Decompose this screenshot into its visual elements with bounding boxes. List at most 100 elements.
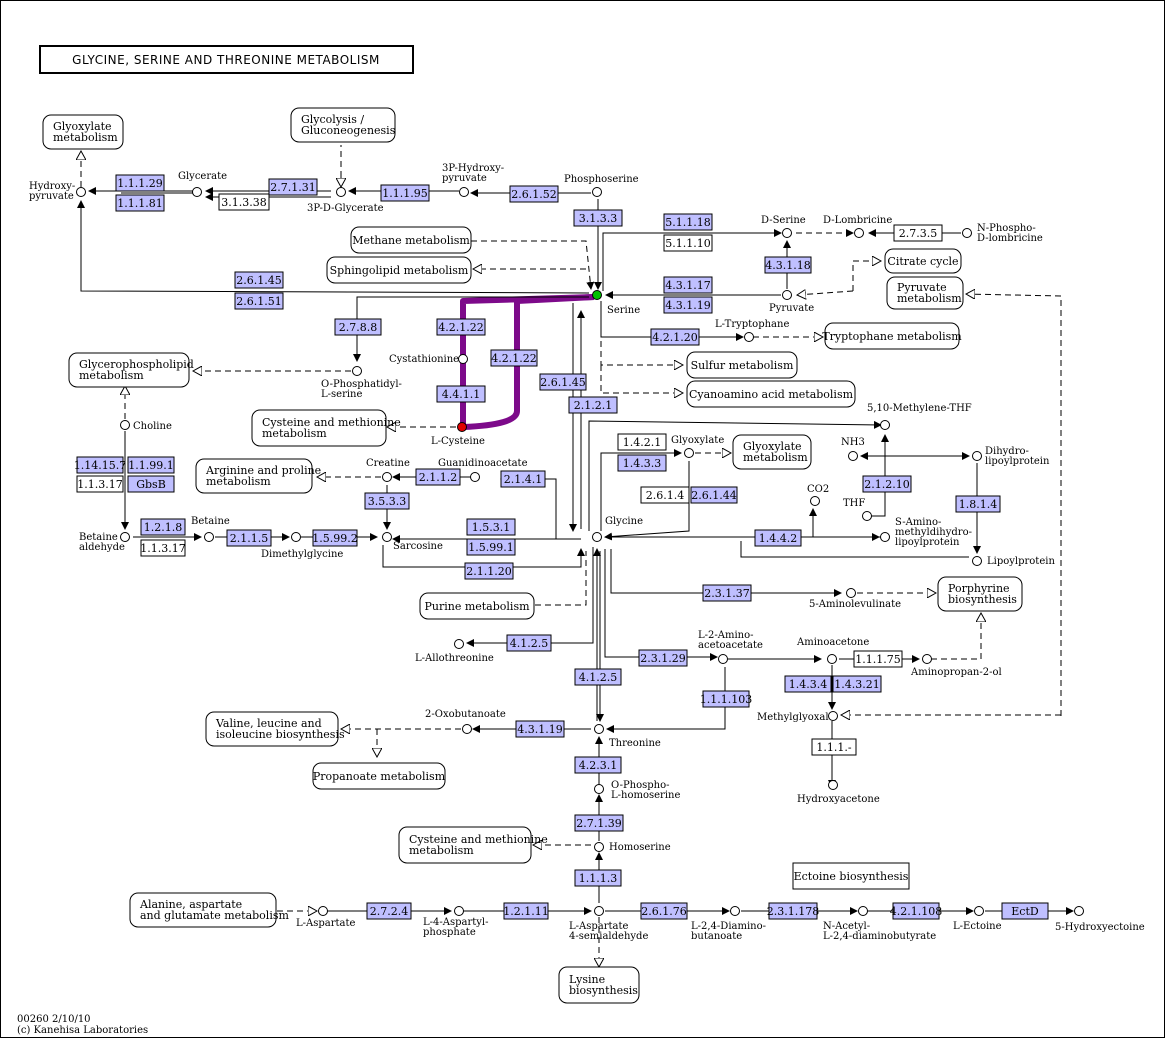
enzyme-4-2-1-20[interactable]: 4.2.1.20 — [650, 328, 700, 346]
enzyme-1-1-1-75[interactable]: 1.1.1.75 — [853, 650, 903, 668]
compound-node-5-aminolevulinate[interactable] — [846, 588, 856, 598]
enzyme-2-6-1-44[interactable]: 2.6.1.44 — [690, 486, 738, 504]
pathway-map-glycolysis-gluconeogenesis[interactable]: Glycolysis /Gluconeogenesis — [290, 107, 396, 143]
enzyme-1-1-3-17[interactable]: 1.1.3.17 — [76, 475, 124, 493]
enzyme-1-4-4-2[interactable]: 1.4.4.2 — [754, 529, 802, 547]
enzyme-2-6-1-52[interactable]: 2.6.1.52 — [509, 185, 559, 203]
compound-node-l-2-4-diamino-butanoate[interactable] — [730, 906, 740, 916]
pathway-map-ectoine-biosynthesis[interactable]: Ectoine biosynthesis — [792, 862, 910, 890]
pathway-map-propanoate-metabolism[interactable]: Propanoate metabolism — [312, 762, 446, 790]
enzyme-1-1-1-81[interactable]: 1.1.1.81 — [115, 194, 165, 212]
enzyme-1-4-3-21[interactable]: 1.4.3.21 — [832, 675, 882, 693]
compound-node-l-ectoine[interactable] — [974, 906, 984, 916]
compound-node-l-aspartate[interactable] — [318, 906, 328, 916]
compound-node-thf[interactable] — [862, 511, 872, 521]
enzyme-1-5-99-2[interactable]: 1.5.99.2 — [312, 529, 358, 547]
compound-node-choline[interactable] — [120, 420, 130, 430]
compound-node-glycerate[interactable] — [192, 187, 202, 197]
enzyme-2-6-1-45[interactable]: 2.6.1.45 — [234, 271, 284, 289]
enzyme-1-14-15-7[interactable]: 1.14.15.7 — [74, 456, 126, 474]
compound-node-l-cysteine[interactable] — [457, 422, 467, 432]
enzyme-1-1-99-1[interactable]: 1.1.99.1 — [127, 456, 175, 474]
pathway-map-cyanoamino-acid-metabolism[interactable]: Cyanoamino acid metabolism — [686, 380, 856, 408]
enzyme-1-1-1[interactable]: 1.1.1.- — [811, 738, 857, 756]
enzyme-4-1-2-5[interactable]: 4.1.2.5 — [506, 634, 552, 652]
compound-node-3p-d-glycerate[interactable] — [336, 187, 346, 197]
enzyme-2-1-2-10[interactable]: 2.1.2.10 — [862, 475, 912, 493]
compound-node-pyruvate[interactable] — [782, 290, 792, 300]
enzyme-3-1-3-3[interactable]: 3.1.3.3 — [573, 209, 623, 227]
compound-node-lipoylprotein[interactable] — [972, 556, 982, 566]
compound-node-betaine[interactable] — [204, 532, 214, 542]
enzyme-1-8-1-4[interactable]: 1.8.1.4 — [955, 495, 1001, 513]
compound-node-l-4-aspartyl-phosphate[interactable] — [454, 906, 464, 916]
compound-node-s-amino-methyldihydro-lipoylprotein[interactable] — [880, 532, 890, 542]
enzyme-2-1-2-1[interactable]: 2.1.2.1 — [568, 396, 618, 414]
enzyme-2-3-1-29[interactable]: 2.3.1.29 — [638, 649, 688, 667]
enzyme-4-2-1-108[interactable]: 4.2.1.108 — [890, 902, 942, 920]
compound-node-methylglyoxal[interactable] — [828, 711, 838, 721]
enzyme-1-5-99-1[interactable]: 1.5.99.1 — [466, 538, 516, 556]
compound-node-homoserine[interactable] — [594, 842, 604, 852]
compound-node-hydroxy-pyruvate[interactable] — [76, 187, 86, 197]
enzyme-3-1-3-38[interactable]: 3.1.3.38 — [218, 193, 270, 211]
compound-node-o-phospho-l-homoserine[interactable] — [594, 784, 604, 794]
enzyme-2-6-1-51[interactable]: 2.6.1.51 — [234, 292, 284, 310]
compound-node-2-oxobutanoate[interactable] — [462, 724, 472, 734]
compound-node-l-allothreonine[interactable] — [454, 639, 464, 649]
compound-node-n-acetyl-l-2-4-diaminobutyrate[interactable] — [858, 906, 868, 916]
compound-node-glyoxylate[interactable] — [684, 448, 694, 458]
compound-node-glycine[interactable] — [592, 532, 602, 542]
compound-node-aminoacetone[interactable] — [827, 654, 837, 664]
enzyme-4-1-2-5[interactable]: 4.1.2.5 — [574, 668, 622, 686]
compound-node-d-lombricine[interactable] — [854, 228, 864, 238]
enzyme-2-6-1-76[interactable]: 2.6.1.76 — [640, 902, 688, 920]
compound-node-l-aspartate-4-semialdehyde[interactable] — [594, 906, 604, 916]
enzyme-5-1-1-18[interactable]: 5.1.1.18 — [663, 213, 713, 231]
compound-node-aminopropan-2-ol[interactable] — [922, 654, 932, 664]
enzyme-1-4-3-3[interactable]: 1.4.3.3 — [617, 454, 667, 472]
compound-node-l-tryptophane[interactable] — [744, 332, 754, 342]
compound-node-betaine-aldehyde[interactable] — [120, 532, 130, 542]
compound-node-5-hydroxyectoine[interactable] — [1074, 906, 1084, 916]
enzyme-4-2-1-22[interactable]: 4.2.1.22 — [490, 349, 538, 367]
enzyme-1-4-2-1[interactable]: 1.4.2.1 — [617, 433, 667, 451]
pathway-map-tryptophane-metabolism[interactable]: Tryptophane metabolism — [822, 322, 962, 350]
enzyme-2-1-1-5[interactable]: 2.1.1.5 — [226, 529, 272, 547]
enzyme-gbsb[interactable]: GbsB — [127, 475, 175, 493]
compound-node-cystathionine[interactable] — [458, 354, 468, 364]
pathway-map-purine-metabolism[interactable]: Purine metabolism — [419, 592, 535, 620]
enzyme-1-2-1-11[interactable]: 1.2.1.11 — [503, 902, 549, 920]
enzyme-2-7-3-5[interactable]: 2.7.3.5 — [893, 224, 943, 242]
enzyme-2-3-1-37[interactable]: 2.3.1.37 — [702, 584, 752, 602]
enzyme-4-2-3-1[interactable]: 4.2.3.1 — [574, 756, 622, 774]
enzyme-4-2-1-22[interactable]: 4.2.1.22 — [436, 318, 486, 336]
compound-node-serine[interactable] — [592, 290, 602, 300]
enzyme-2-6-1-45[interactable]: 2.6.1.45 — [539, 373, 587, 391]
compound-node-o-phosphatidyl-l-serine[interactable] — [352, 366, 362, 376]
enzyme-2-6-1-4[interactable]: 2.6.1.4 — [640, 486, 690, 504]
compound-node-phosphoserine[interactable] — [592, 187, 602, 197]
pathway-map-citrate-cycle[interactable]: Citrate cycle — [884, 248, 962, 274]
compound-node-sarcosine[interactable] — [382, 532, 392, 542]
compound-node-hydroxyacetone[interactable] — [828, 780, 838, 790]
enzyme-1-5-3-1[interactable]: 1.5.3.1 — [466, 518, 516, 536]
enzyme-2-1-1-2[interactable]: 2.1.1.2 — [415, 468, 461, 486]
enzyme-5-1-1-10[interactable]: 5.1.1.10 — [663, 234, 713, 252]
compound-node-3p-hydroxy-pyruvate[interactable] — [459, 187, 469, 197]
compound-node-dimethylglycine[interactable] — [291, 532, 301, 542]
enzyme-1-1-1-29[interactable]: 1.1.1.29 — [115, 174, 165, 192]
compound-node-creatine[interactable] — [382, 472, 392, 482]
enzyme-1-1-1-95[interactable]: 1.1.1.95 — [380, 184, 430, 202]
enzyme-1-1-1-103[interactable]: 1.1.1.103 — [700, 690, 752, 708]
enzyme-4-3-1-19[interactable]: 4.3.1.19 — [663, 296, 713, 314]
enzyme-4-3-1-19[interactable]: 4.3.1.19 — [515, 720, 565, 738]
enzyme-1-2-1-8[interactable]: 1.2.1.8 — [140, 518, 186, 536]
